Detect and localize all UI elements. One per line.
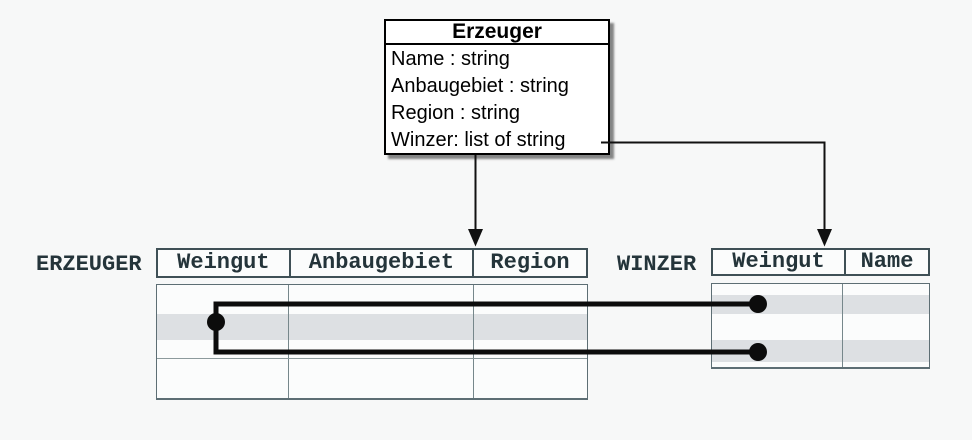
erzeuger-column-weingut: Weingut [177, 250, 270, 275]
erzeuger-column-region: Region [472, 250, 586, 276]
winzer-highlighted-row [712, 295, 929, 314]
class-attribute-region: Region : string [391, 102, 520, 124]
winzer-column-weingut: Weingut [732, 250, 825, 274]
erzeuger-table-label: ERZEUGER [36, 252, 142, 277]
winzer-table-body [711, 283, 930, 369]
erzeuger-column-anbaugebiet: Anbaugebiet [288, 250, 472, 276]
winzer-attribute-arrowhead-icon [817, 229, 832, 247]
class-title: Erzeuger [386, 21, 608, 45]
class-attribute-name: Name : string [391, 48, 510, 70]
winzer-table-label: WINZER [617, 252, 697, 277]
erzeuger-table-header: Weingut Anbaugebiet Region [156, 248, 588, 278]
erzeuger-highlighted-row [157, 314, 587, 340]
class-attribute-winzer: Winzer: list of string [391, 129, 566, 151]
class-box-erzeuger: Erzeuger Name : string Anbaugebiet : str… [384, 19, 610, 155]
class-attribute-anbaugebiet: Anbaugebiet : string [391, 75, 569, 97]
class-attributes: Name : string Anbaugebiet : string Regio… [386, 45, 608, 154]
winzer-column-divider [841, 284, 843, 367]
winzer-column-name: Name [844, 250, 928, 274]
winzer-highlighted-row [712, 340, 929, 362]
class-to-erzeuger-arrowhead-icon [468, 229, 483, 247]
winzer-attribute-to-winzer-arrow-line [601, 141, 826, 230]
erzeuger-row-divider [157, 358, 587, 360]
winzer-table-header: Weingut Name [711, 248, 930, 276]
erzeuger-table-body [156, 284, 588, 400]
erzeuger-column-divider [287, 285, 289, 398]
erzeuger-column-divider [472, 285, 474, 398]
